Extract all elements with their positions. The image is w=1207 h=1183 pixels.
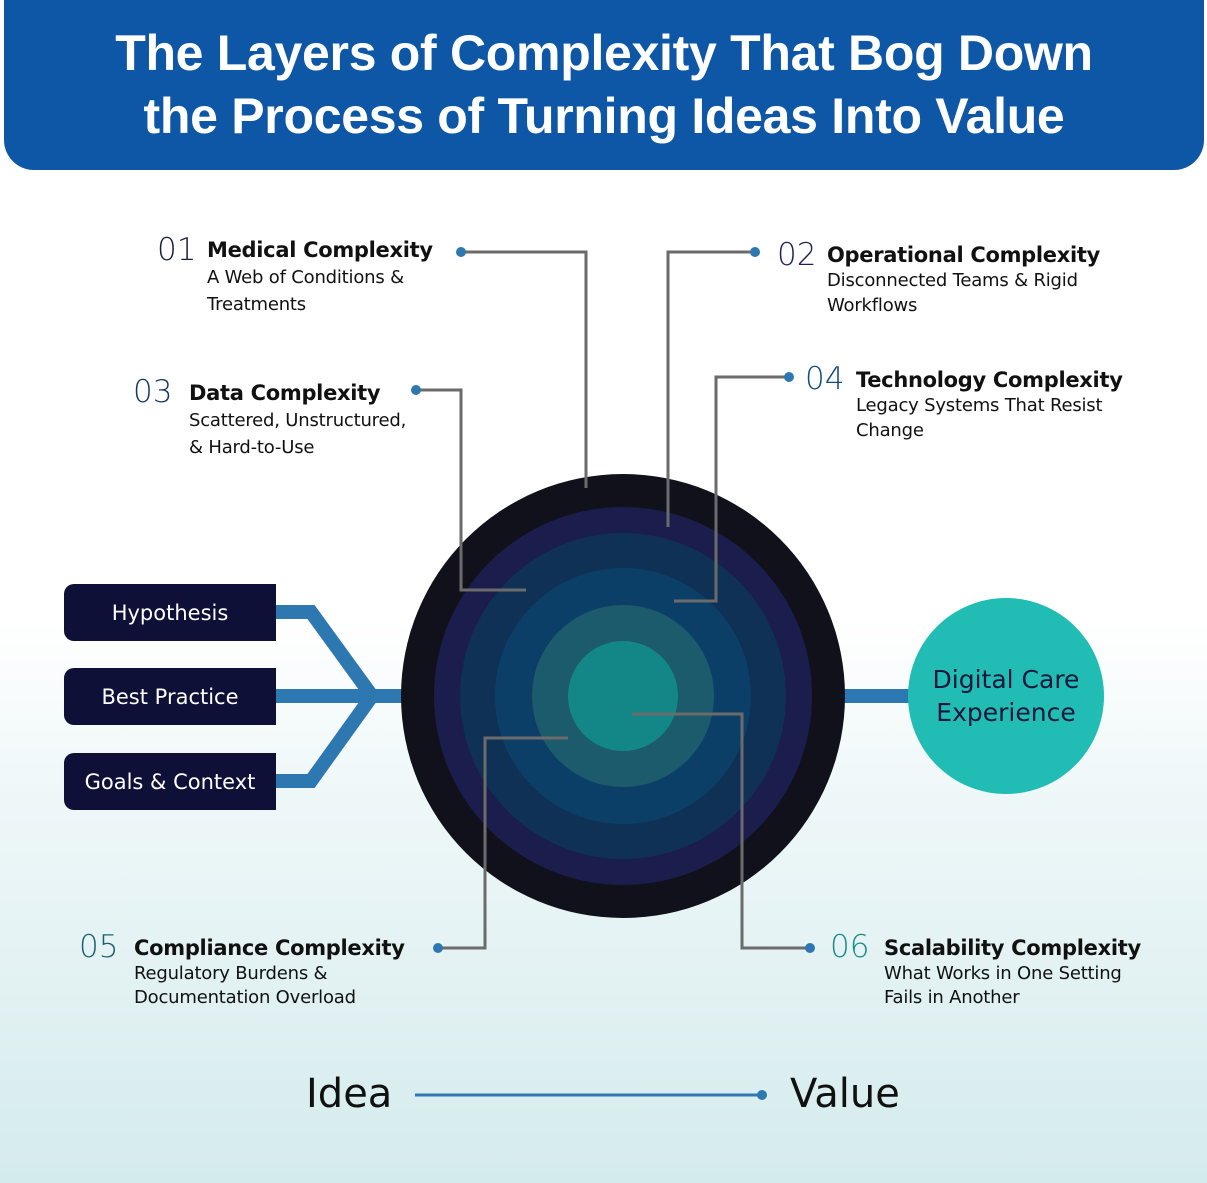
title-line-1: The Layers of Complexity That Bog Down <box>115 25 1093 81</box>
input-best-practice: Best Practice <box>64 668 276 725</box>
leader-04 <box>674 375 789 603</box>
complexity-title: Operational Complexity <box>827 243 1101 267</box>
dot-05 <box>433 943 443 953</box>
complexity-02: 02 Operational Complexity Disconnected T… <box>777 240 1101 318</box>
dot-03 <box>411 385 421 395</box>
value-dot <box>757 1090 767 1100</box>
leader-01 <box>461 250 588 488</box>
complexity-title: Scalability Complexity <box>884 936 1141 960</box>
complexity-number: 06 <box>830 929 870 965</box>
complexity-desc-line1: A Web of Conditions & <box>207 267 404 288</box>
complexity-desc-line1: Scattered, Unstructured, <box>189 410 407 431</box>
complexity-title: Medical Complexity <box>207 238 433 262</box>
complexity-desc-line2: Workflows <box>827 295 918 316</box>
leader-02 <box>666 250 755 527</box>
connector-goals <box>276 691 378 788</box>
complexity-desc-line2: Fails in Another <box>884 987 1020 1008</box>
axis-label-idea: Idea <box>306 1071 393 1117</box>
title-line-2: the Process of Turning Ideas Into Value <box>143 88 1065 144</box>
axis-label-value: Value <box>790 1071 900 1117</box>
complexity-ring-6 <box>568 641 678 751</box>
complexity-number: 03 <box>133 374 173 410</box>
complexity-title: Data Complexity <box>189 381 381 405</box>
leader-dots <box>411 247 815 953</box>
complexity-desc-line2: & Hard-to-Use <box>189 437 315 458</box>
complexity-number: 01 <box>157 232 197 268</box>
complexity-rings <box>401 474 845 918</box>
outcome-line-1: Digital Care <box>932 665 1080 694</box>
complexity-01: 01 Medical Complexity A Web of Condition… <box>157 235 433 317</box>
dot-06 <box>805 943 815 953</box>
complexity-03: 03 Data Complexity Scattered, Unstructur… <box>133 377 407 460</box>
complexity-number: 04 <box>805 361 845 397</box>
outcome-line-2: Experience <box>936 698 1076 727</box>
complexity-06: 06 Scalability Complexity What Works in … <box>830 932 1141 1010</box>
complexity-desc-line1: What Works in One Setting <box>884 963 1122 984</box>
dot-02 <box>750 247 760 257</box>
dot-04 <box>784 372 794 382</box>
complexity-desc-line2: Treatments <box>207 294 306 315</box>
complexity-05: 05 Compliance Complexity Regulatory Burd… <box>79 932 405 1010</box>
complexity-title: Compliance Complexity <box>134 936 405 960</box>
leader-03 <box>416 388 526 592</box>
complexity-title: Technology Complexity <box>856 368 1123 392</box>
complexity-desc-line2: Documentation Overload <box>134 987 356 1008</box>
complexity-number: 05 <box>79 929 119 965</box>
leader-06 <box>632 712 810 950</box>
page-title: The Layers of Complexity That Bog Down t… <box>115 22 1093 148</box>
complexity-desc-line1: Regulatory Burdens & <box>134 963 328 984</box>
input-hypothesis: Hypothesis <box>64 584 276 641</box>
complexity-desc-line1: Legacy Systems That Resist <box>856 395 1103 416</box>
complexity-number: 02 <box>777 237 817 273</box>
connector-hypothesis <box>276 605 378 701</box>
input-connectors <box>276 605 915 788</box>
complexity-desc-line2: Change <box>856 420 924 441</box>
input-goals-context: Goals & Context <box>64 753 276 810</box>
outcome-digital-care-experience: Digital Care Experience <box>908 598 1104 794</box>
dot-01 <box>456 247 466 257</box>
leader-lines <box>416 250 810 950</box>
header-banner: The Layers of Complexity That Bog Down t… <box>4 0 1204 170</box>
leader-05 <box>438 736 568 950</box>
complexity-desc-line1: Disconnected Teams & Rigid <box>827 270 1078 291</box>
complexity-04: 04 Technology Complexity Legacy Systems … <box>805 364 1123 443</box>
